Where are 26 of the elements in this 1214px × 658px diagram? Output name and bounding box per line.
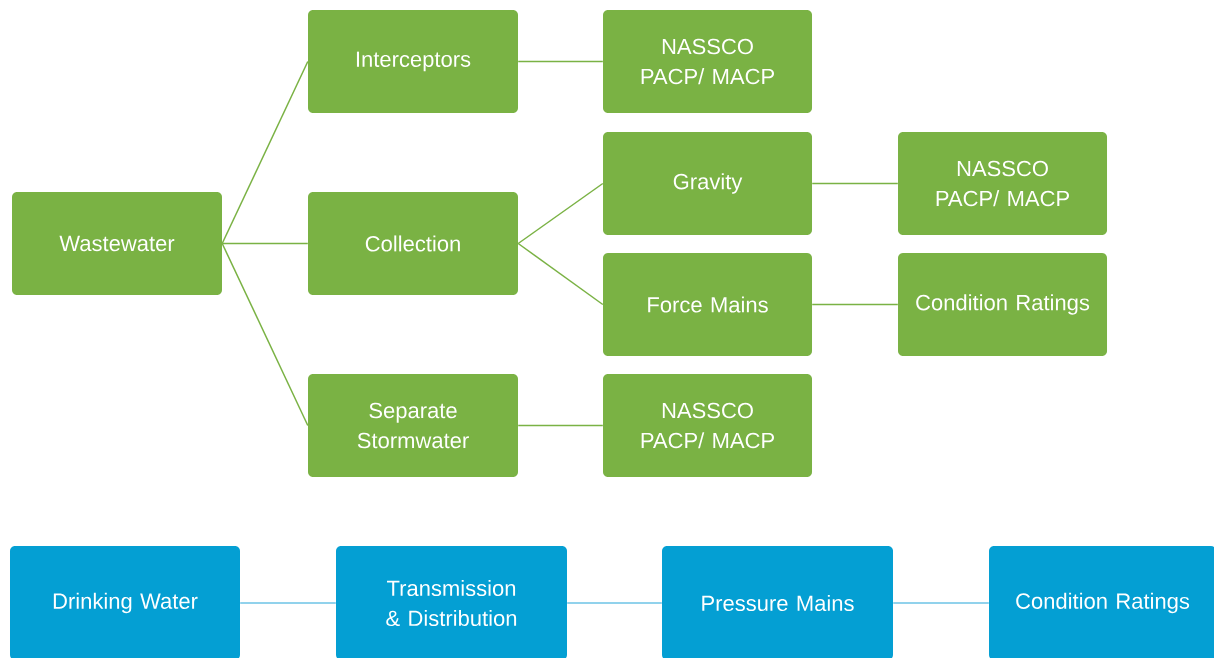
process-box: Pressure Mains xyxy=(662,546,893,658)
process-box: Transmission & Distribution xyxy=(336,546,567,658)
connector-line xyxy=(892,602,990,604)
connector-line xyxy=(517,242,604,306)
connector-line xyxy=(221,60,309,245)
process-box: NASSCO PACP/ MACP xyxy=(898,132,1107,235)
process-box: Wastewater xyxy=(12,192,222,295)
connector-line xyxy=(517,182,604,245)
connector-line xyxy=(221,242,309,245)
connector-line xyxy=(811,303,899,306)
process-box: Collection xyxy=(308,192,518,295)
process-box: Drinking Water xyxy=(10,546,240,658)
process-box: Gravity xyxy=(603,132,812,235)
connector-line xyxy=(517,60,604,63)
process-box: Force Mains xyxy=(603,253,812,356)
connector-line xyxy=(566,602,663,604)
process-box: Interceptors xyxy=(308,10,518,113)
process-box: Condition Ratings xyxy=(989,546,1214,658)
connector-line xyxy=(517,424,604,427)
process-box: NASSCO PACP/ MACP xyxy=(603,374,812,477)
connector-line xyxy=(811,182,899,185)
connector-line xyxy=(221,242,309,427)
connector-line xyxy=(239,602,337,604)
process-box: Separate Stormwater xyxy=(308,374,518,477)
process-box: NASSCO PACP/ MACP xyxy=(603,10,812,113)
process-box: Condition Ratings xyxy=(898,253,1107,356)
